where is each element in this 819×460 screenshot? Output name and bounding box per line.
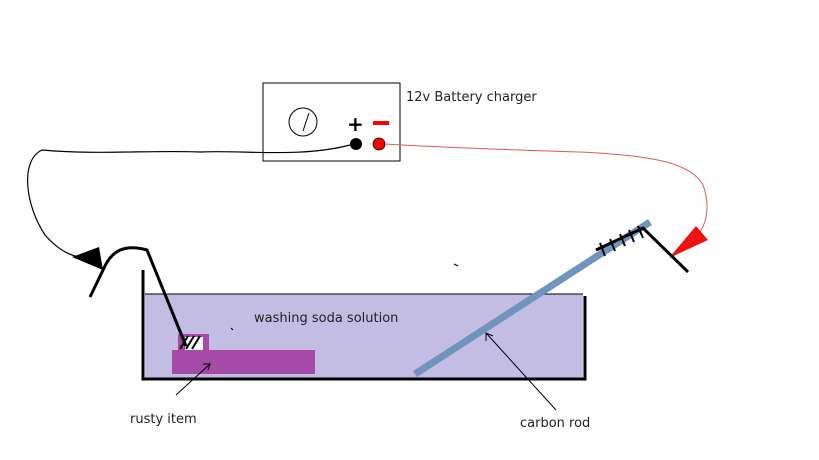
rusty-item-label: rusty item (130, 412, 197, 427)
meter-needle (302, 112, 310, 132)
positive-sign: + (347, 112, 364, 136)
stray-mark (230, 327, 234, 331)
negative-wire (384, 143, 708, 235)
negative-clip-teeth (599, 225, 644, 257)
carbon-rod (413, 219, 652, 377)
carbon-rod-label: carbon rod (520, 416, 590, 431)
positive-clip-teeth (179, 335, 201, 350)
rusty-item-pointer (175, 363, 211, 396)
positive-terminal (350, 138, 362, 150)
rusty-item-pointer-arrowhead (203, 363, 211, 371)
rusty-item-body (172, 350, 315, 374)
stray-mark (453, 263, 459, 267)
negative-sign (373, 121, 389, 125)
meter-dial-icon (288, 107, 318, 137)
negative-clip (669, 226, 708, 258)
positive-clip (72, 247, 103, 270)
positive-clip-arm (88, 246, 188, 347)
negative-terminal (372, 137, 386, 151)
positive-wire (27, 144, 351, 259)
carbon-rod-pointer (485, 332, 557, 411)
tank-outline (141, 270, 587, 381)
solution-label: washing soda solution (254, 311, 398, 326)
charger-label: 12v Battery charger (406, 90, 537, 105)
carbon-rod-pointer-arrowhead (485, 332, 494, 341)
